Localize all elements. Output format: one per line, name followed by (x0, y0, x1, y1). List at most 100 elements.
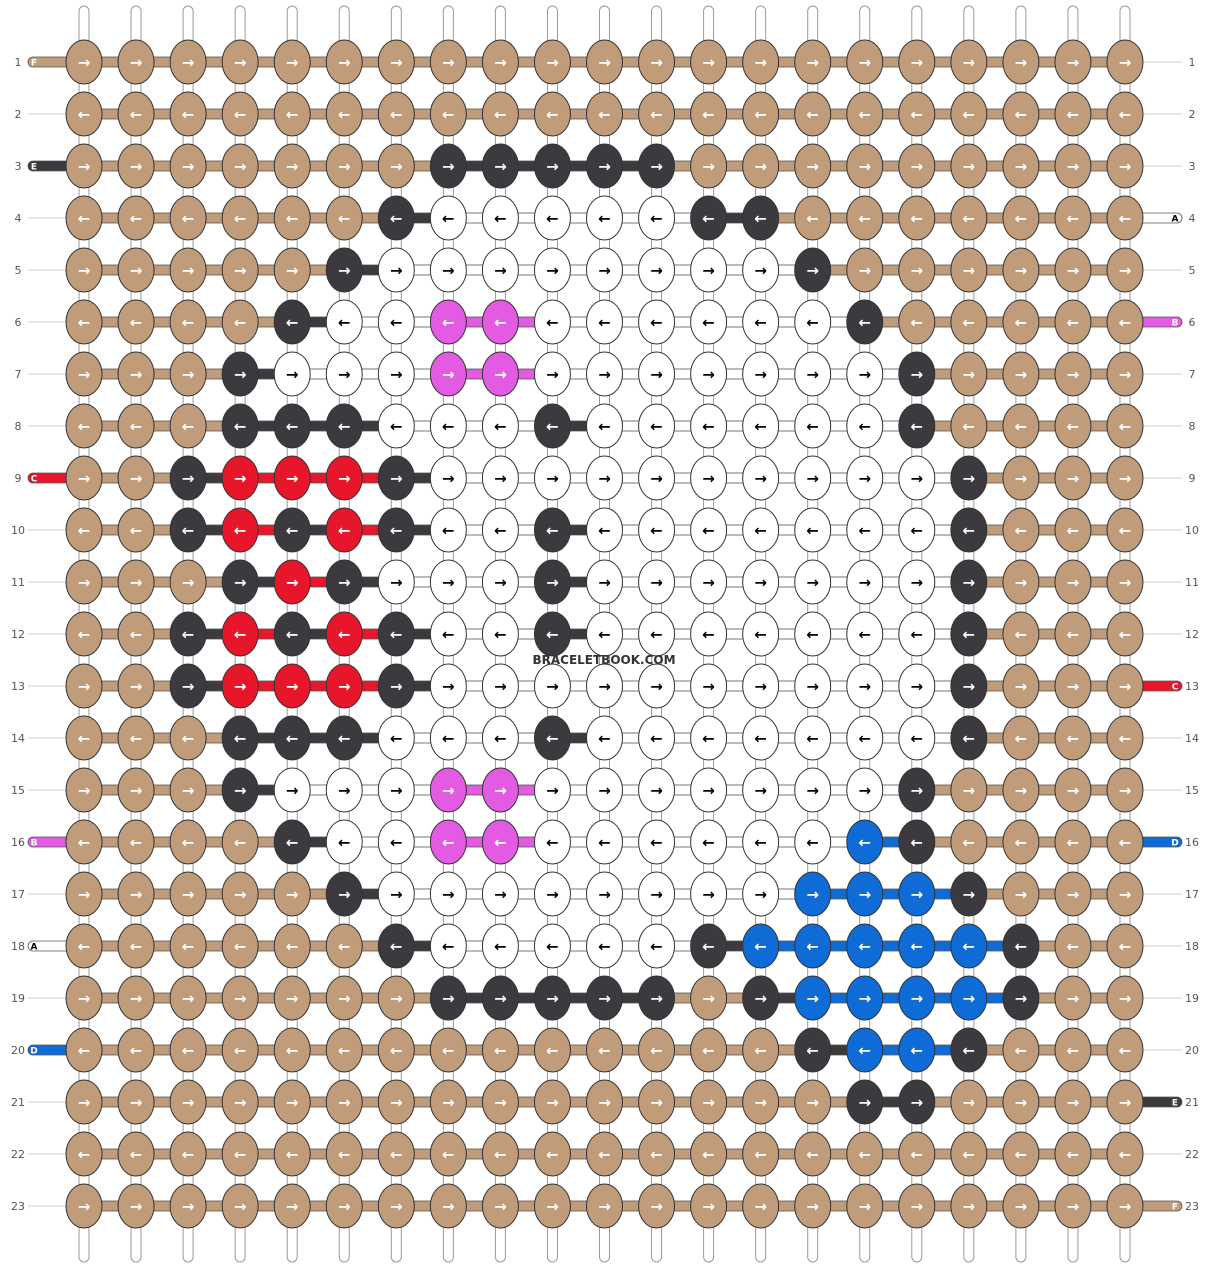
knot (221, 247, 259, 293)
knot-arrow-icon: → (494, 782, 507, 800)
knot (117, 143, 155, 189)
knot (429, 143, 467, 189)
knot-arrow-icon: ← (78, 106, 91, 124)
knot (481, 143, 519, 189)
knot (65, 1027, 103, 1073)
knot-arrow-icon: → (546, 990, 559, 1008)
knot-arrow-icon: ← (286, 522, 299, 540)
knot (898, 871, 936, 917)
row-number-left: 17 (11, 888, 25, 901)
knot-arrow-icon: ← (182, 106, 195, 124)
knot (221, 195, 259, 241)
knot-arrow-icon: → (806, 678, 819, 696)
knot-arrow-icon: ← (442, 626, 455, 644)
knot-arrow-icon: → (702, 990, 715, 1008)
knot (1002, 39, 1040, 85)
knot (169, 39, 207, 85)
knot-arrow-icon: → (1067, 1198, 1080, 1216)
knot-arrow-icon: → (1119, 470, 1132, 488)
knot (65, 39, 103, 85)
knot (690, 1131, 728, 1177)
knot (117, 195, 155, 241)
knot-arrow-icon: → (78, 574, 91, 592)
knot-arrow-icon: → (286, 886, 299, 904)
knot (1106, 1027, 1144, 1073)
knot-arrow-icon: ← (1067, 210, 1080, 228)
knot (325, 1027, 363, 1073)
knot-arrow-icon: ← (546, 1146, 559, 1164)
knot (690, 767, 728, 813)
knot (169, 1079, 207, 1125)
knot-arrow-icon: ← (963, 938, 976, 956)
row-number-left: 16 (11, 836, 25, 849)
knot-arrow-icon: ← (1015, 834, 1028, 852)
knot (481, 195, 519, 241)
knot (533, 143, 571, 189)
knot (481, 871, 519, 917)
knot (846, 1027, 884, 1073)
knot-arrow-icon: ← (858, 1146, 871, 1164)
knot-arrow-icon: → (182, 54, 195, 72)
knot-arrow-icon: ← (494, 522, 507, 540)
knot (429, 1079, 467, 1125)
knot-arrow-icon: ← (598, 314, 611, 332)
knot-arrow-icon: ← (911, 730, 924, 748)
row-number-right: 19 (1185, 992, 1199, 1005)
knot-arrow-icon: → (338, 158, 351, 176)
knot (429, 559, 467, 605)
knot-arrow-icon: → (1015, 262, 1028, 280)
string-letter-right: A (1172, 215, 1179, 225)
knot (429, 611, 467, 657)
knot (221, 403, 259, 449)
knot-arrow-icon: ← (546, 1042, 559, 1060)
knot (377, 819, 415, 865)
knot-arrow-icon: ← (442, 522, 455, 540)
knot (846, 1079, 884, 1125)
knot-arrow-icon: ← (234, 1042, 247, 1060)
knot (533, 559, 571, 605)
knot (690, 247, 728, 293)
knot-arrow-icon: → (911, 1198, 924, 1216)
knot (325, 663, 363, 709)
knot (221, 1131, 259, 1177)
knot-arrow-icon: → (130, 782, 143, 800)
knot (898, 559, 936, 605)
knot-arrow-icon: → (598, 262, 611, 280)
knot (1106, 923, 1144, 969)
knot (117, 923, 155, 969)
knot-arrow-icon: ← (494, 418, 507, 436)
knot (273, 299, 311, 345)
knot-arrow-icon: → (858, 1094, 871, 1112)
knot (794, 611, 832, 657)
knot-arrow-icon: → (702, 782, 715, 800)
knot (690, 559, 728, 605)
knot-arrow-icon: ← (234, 522, 247, 540)
knot (950, 1079, 988, 1125)
knot-arrow-icon: → (286, 574, 299, 592)
knot-arrow-icon: → (911, 990, 924, 1008)
knot (742, 767, 780, 813)
knot (325, 975, 363, 1021)
knot (273, 1027, 311, 1073)
knot (429, 195, 467, 241)
row-number-right: 4 (1189, 212, 1196, 225)
knot-arrow-icon: → (1119, 366, 1132, 384)
knot (169, 819, 207, 865)
knot (221, 975, 259, 1021)
knot-arrow-icon: → (1015, 470, 1028, 488)
knot-arrow-icon: ← (806, 938, 819, 956)
knot (117, 1183, 155, 1229)
knot (65, 663, 103, 709)
knot (950, 351, 988, 397)
knot (429, 923, 467, 969)
knot (846, 455, 884, 501)
knot (898, 715, 936, 761)
knot (742, 143, 780, 189)
knot (273, 91, 311, 137)
knot-arrow-icon: → (390, 574, 403, 592)
knot (898, 143, 936, 189)
knot-arrow-icon: ← (963, 730, 976, 748)
knot-arrow-icon: ← (1015, 522, 1028, 540)
knot-arrow-icon: ← (546, 522, 559, 540)
knot-arrow-icon: ← (234, 834, 247, 852)
